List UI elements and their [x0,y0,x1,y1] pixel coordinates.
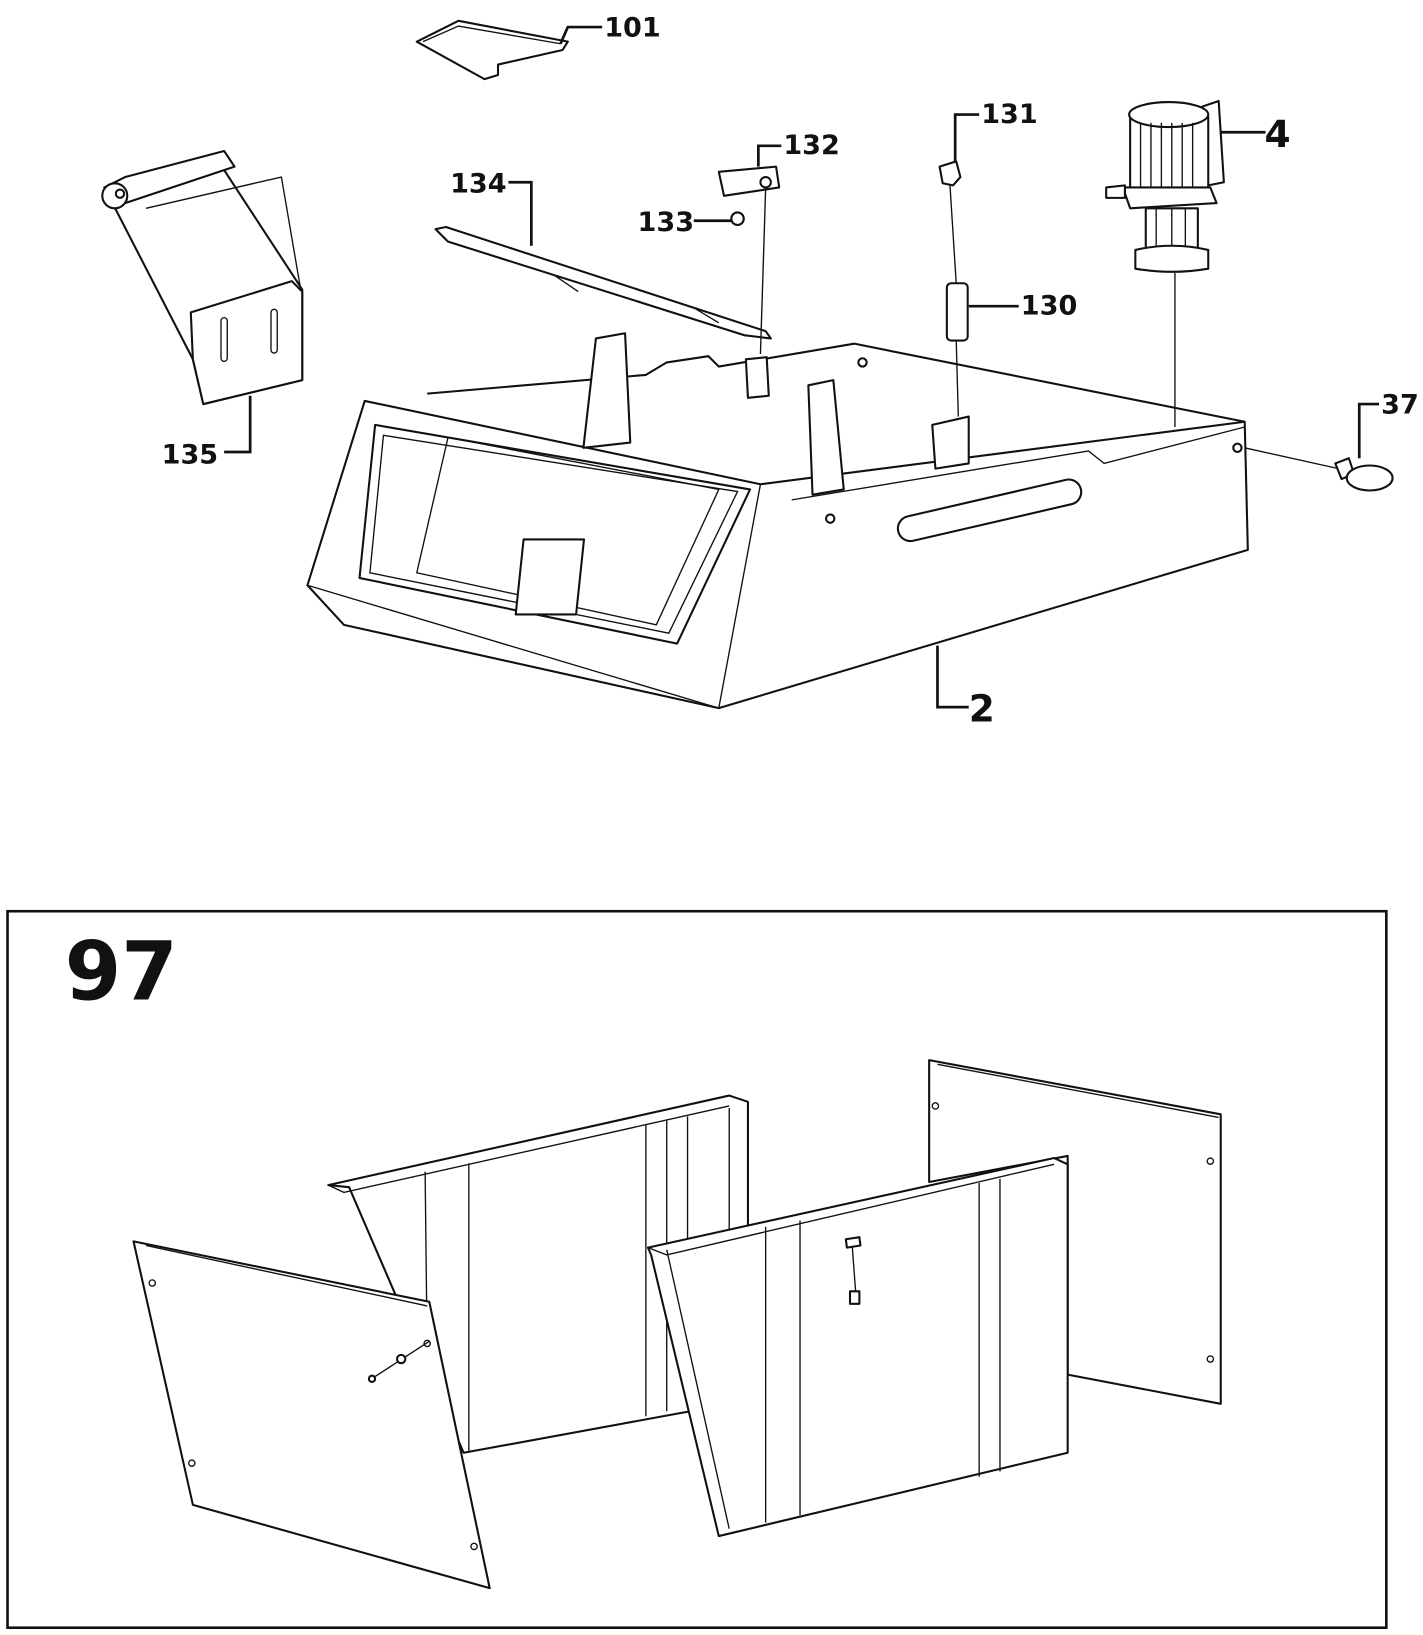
callout-135: 135 [162,439,219,470]
callout-133: 133 [638,207,695,238]
part-101-tray: 101 [415,12,661,81]
inset-frame [6,909,1388,1630]
part-134-cover: 134 [434,169,772,340]
callout-132: 132 [783,130,840,161]
part-2-base: 37 2 [306,332,1419,731]
inset-97-stand: 97 [6,909,1388,1630]
callout-2: 2 [969,687,995,731]
callout-134: 134 [450,169,507,200]
part-132-switch: 132 133 [638,130,840,355]
inset-title: 97 [65,926,178,1020]
callout-131: 131 [981,99,1038,130]
callout-130: 130 [1021,291,1077,322]
callout-101: 101 [604,12,661,43]
callout-4: 4 [1264,112,1290,156]
part-135-guard: 135 [101,149,304,470]
part-131-130-fitting: 131 130 [938,99,1077,417]
part-4-pump: 4 [1105,99,1291,427]
callout-37: 37 [1381,389,1419,420]
